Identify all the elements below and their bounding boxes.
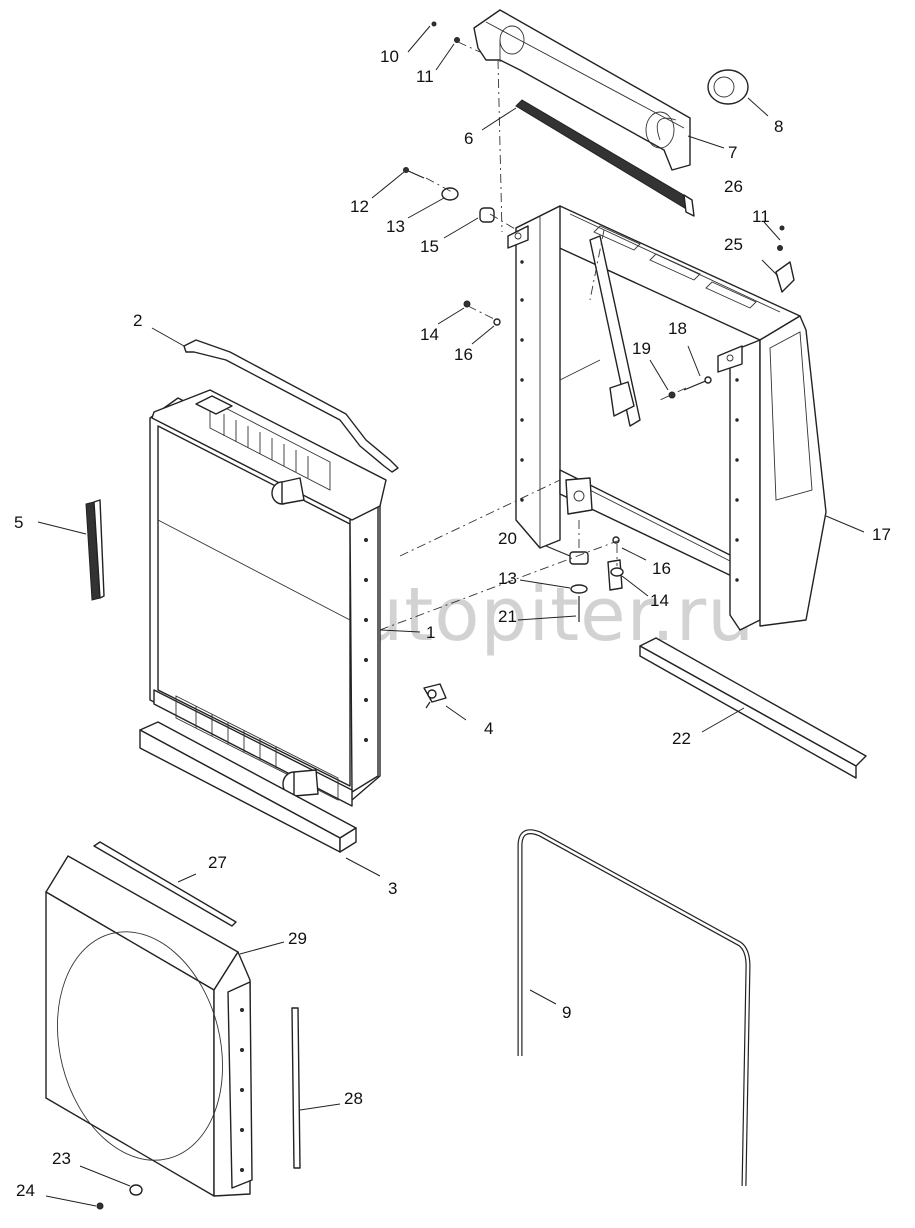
callout-16-mid: 16 [652,559,671,578]
callout-25: 25 [724,235,743,254]
callout-15: 15 [420,237,439,256]
support-rod-part [183,339,399,473]
callout-8: 8 [774,117,783,136]
callout-17: 17 [872,525,891,544]
upper-shroud-part [473,9,691,171]
callout-2: 2 [133,311,142,330]
callout-5: 5 [14,513,23,532]
callout-14-mid: 14 [650,591,669,610]
callout-19: 19 [632,339,651,358]
radiator-core-part [149,389,387,807]
callout-18: 18 [668,319,687,338]
drain-valve-part [423,683,447,709]
callout-27: 27 [208,853,227,872]
callout-12: 12 [350,197,369,216]
callout-28: 28 [344,1089,363,1108]
callout-11-right: 11 [752,207,770,226]
callout-26: 26 [724,177,743,196]
watermark-text: autopiter.ru [310,572,755,658]
callout-13-mid: 13 [498,569,517,588]
callout-13-top: 13 [386,217,405,236]
side-seal-part [85,499,105,601]
callout-23: 23 [52,1149,71,1168]
foam-block-part [139,721,357,853]
shroud-hardware [96,1184,143,1210]
callout-labels: 1 2 3 4 5 6 7 8 9 10 11 11 12 13 13 14 1… [14,47,891,1200]
callout-9: 9 [562,1003,571,1022]
callout-24: 24 [16,1181,35,1200]
frame-seal-loop-part [517,829,751,1187]
grommet-part [707,69,749,105]
bolt-hardware-mid [668,376,712,399]
shroud-seal-strips [93,841,301,1169]
callout-22: 22 [672,729,691,748]
radiator-frame-part [507,205,827,631]
callout-4: 4 [484,719,493,738]
callout-14-top: 14 [420,325,439,344]
callout-21: 21 [498,607,517,626]
assembly-lines [379,41,687,631]
callout-29: 29 [288,929,307,948]
callout-1: 1 [426,623,435,642]
leader-lines [37,25,865,1207]
callout-10: 10 [380,47,399,66]
callout-7: 7 [728,143,737,162]
callout-3: 3 [388,879,397,898]
fan-shroud-part [45,855,253,1197]
callout-6: 6 [464,129,473,148]
hardware-top [403,21,795,326]
seal-strip-part [515,99,695,217]
callout-11-top: 11 [416,67,434,86]
callout-20: 20 [498,529,517,548]
callout-16-top: 16 [454,345,473,364]
lower-foam-strip-part [639,637,867,779]
isolator-mount-part [569,536,624,622]
